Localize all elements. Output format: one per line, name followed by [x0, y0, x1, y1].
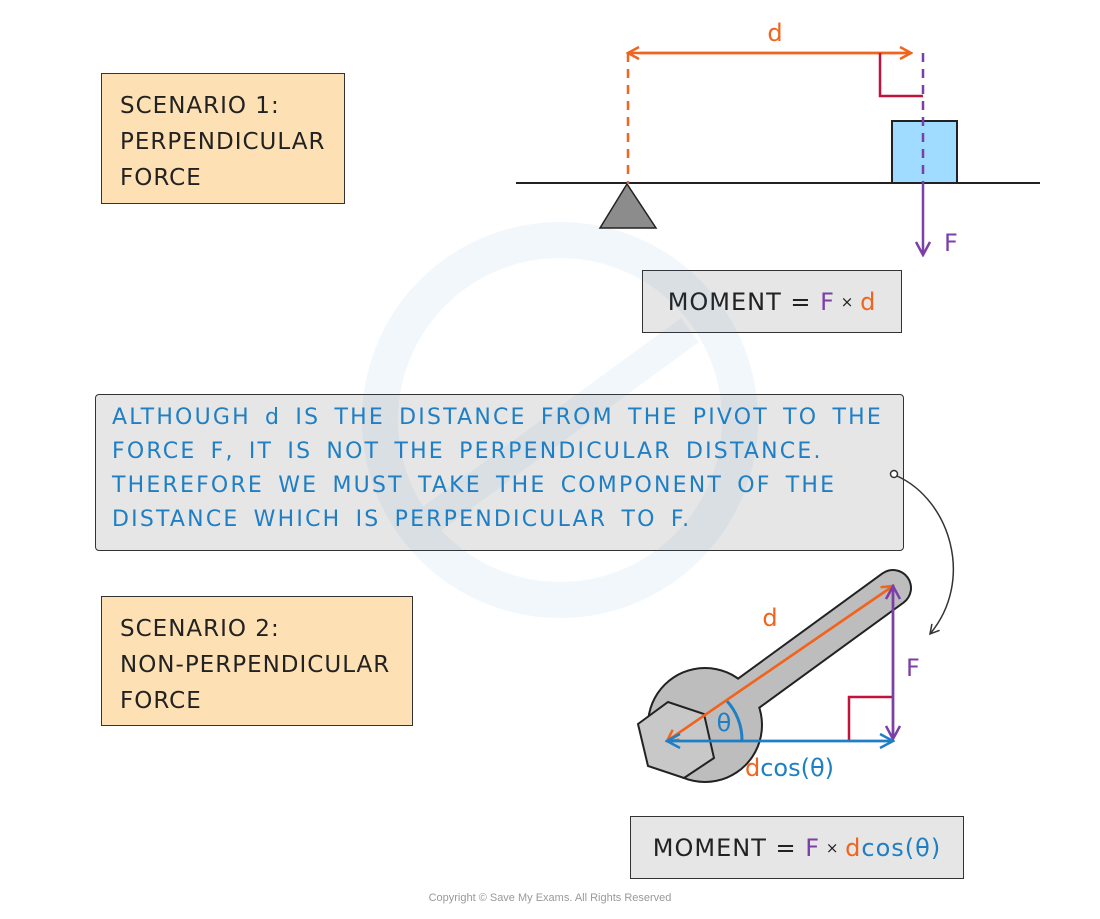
component-label-d: d: [745, 754, 760, 782]
scenario-2-line-1: SCENARIO 2:: [120, 616, 280, 642]
component-label: dcos(θ): [745, 754, 834, 782]
pivot-triangle: [598, 182, 658, 229]
distance-label-2: d: [762, 604, 777, 632]
moment-1-force: F: [820, 287, 835, 316]
scenario-2-line-3: FORCE: [120, 688, 202, 714]
explanation-note: ALTHOUGH d IS THE DISTANCE FROM THE PIVO…: [95, 394, 904, 551]
distance-label-1: d: [767, 19, 782, 47]
copyright-text: Copyright © Save My Exams. All Rights Re…: [428, 892, 672, 904]
block-weight: [891, 120, 958, 184]
scenario-1-line-1: SCENARIO 1:: [120, 93, 280, 119]
distance-arrow-2-back: [667, 584, 894, 741]
angle-arc: [724, 698, 744, 742]
moment-2-force: F: [805, 833, 821, 862]
moment-1-distance: d: [860, 287, 877, 316]
moment-formula-1: MOMENT = F × d: [642, 270, 902, 333]
note-line-4: DISTANCE WHICH IS PERPENDICULAR TO F.: [112, 507, 692, 532]
spanner: [636, 569, 912, 783]
moment-2-times: ×: [820, 838, 846, 857]
moment-2-prefix: MOMENT =: [652, 833, 806, 862]
force-label-2: F: [906, 654, 920, 682]
moment-formula-2: MOMENT = F × d cos(θ): [630, 816, 964, 879]
component-label-cos: cos(θ): [760, 754, 834, 782]
angle-label: θ: [717, 709, 732, 737]
note-line-2: FORCE F, IT IS NOT THE PERPENDICULAR DIS…: [112, 439, 823, 464]
moment-2-distance: d: [845, 833, 862, 862]
moment-2-cos: cos(θ): [861, 833, 942, 862]
moment-1-times: ×: [834, 292, 861, 311]
scenario-2-box: SCENARIO 2: NON-PERPENDICULAR FORCE: [101, 596, 413, 726]
watermark-logo: [362, 222, 758, 618]
scenario-1-line-3: FORCE: [120, 165, 202, 191]
force-label-1: F: [944, 229, 958, 257]
moment-1-prefix: MOMENT =: [667, 287, 821, 316]
scenario-1-box: SCENARIO 1: PERPENDICULAR FORCE: [101, 73, 345, 204]
note-line-1: ALTHOUGH d IS THE DISTANCE FROM THE PIVO…: [112, 405, 883, 430]
right-angle-marker-1: [878, 53, 923, 98]
right-angle-marker-2: [847, 695, 893, 741]
pointer-dot: [889, 469, 899, 479]
scenario-1-line-2: PERPENDICULAR: [120, 129, 326, 155]
note-line-3: THEREFORE WE MUST TAKE THE COMPONENT OF …: [112, 473, 837, 498]
scenario-2-line-2: NON-PERPENDICULAR: [120, 652, 391, 678]
pointer-arrow: [896, 475, 954, 636]
